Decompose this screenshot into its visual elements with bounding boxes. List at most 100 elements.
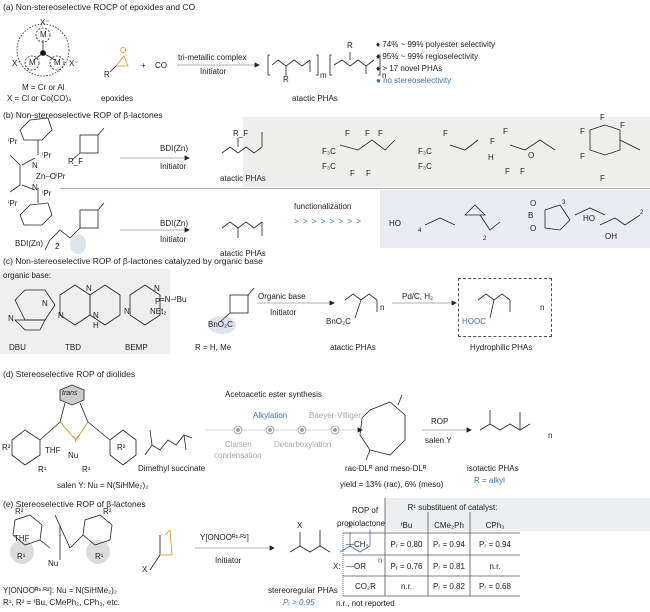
section-a-title: (a) Non-stereoselective ROCP of epoxides… [3, 2, 196, 12]
fluoro-label: F₃C [322, 147, 336, 156]
functionalization-label: functionalization [294, 202, 352, 211]
organic-base-label: organic base: [3, 271, 52, 280]
diolide-label: rac-DLᴿ and meso-DLᴿ [345, 464, 427, 473]
hooc-label: HOOC [462, 317, 486, 326]
fluoro-label: O [528, 151, 535, 160]
step-baeyer-villiger: Baeyer-Villiger [309, 411, 361, 420]
fluoro-label: F₃C [418, 147, 432, 156]
ipr-label: ⁱPr [8, 137, 18, 146]
sub-3: 3 [562, 200, 566, 206]
bullet-text: no stereoselectivity [383, 76, 452, 85]
table-cell: Pᵣ = 0.80 [390, 540, 423, 549]
diol-oh: OH [605, 232, 617, 241]
fluoro-label: F [503, 127, 508, 136]
r2-label: R² [117, 443, 126, 452]
boronate-o: O [530, 199, 537, 208]
initiator-label: Initiator [160, 235, 187, 244]
base-name: DBU [9, 343, 26, 352]
table-cell: Pᵣ = 0.94 [479, 540, 511, 549]
n-subscript: n [548, 431, 553, 440]
sub-4: 4 [418, 228, 422, 234]
tbd-n: N [93, 311, 99, 320]
fluoro-label: F₃C [322, 162, 336, 171]
rf-label: R_F [68, 157, 84, 166]
metal-label: M [54, 58, 61, 67]
fluoro-label: F [345, 129, 350, 138]
fluoro-label: F [580, 127, 585, 136]
organic-base-structures-icon [14, 284, 161, 331]
polyester-chain-icon [267, 52, 381, 76]
reagent-label: BDI(Zn) [160, 219, 188, 228]
dbu-n: N [42, 299, 48, 308]
tbd-n: N [58, 311, 64, 320]
base-name: TBD [65, 343, 81, 352]
table-cell: Pᵣ = 0.82 [433, 582, 465, 591]
section-e-title: (e) Stereoselective ROP of β-lactones [3, 499, 146, 509]
hydrophilic-pha-box [458, 278, 552, 337]
bullet-2: ♦ 95% ~ 99% regioselectivity [376, 52, 479, 61]
fluoro-label: F [366, 169, 371, 178]
lactone-e-icon [149, 529, 173, 571]
x-definition: X = Cl or Co(CO)₄ [7, 94, 72, 103]
fluoro-substituents-icon [339, 124, 641, 156]
thf-label: THF [45, 446, 61, 455]
product-label: atactic PHAs [330, 343, 376, 352]
r2-label: R² [2, 443, 11, 452]
column-group-header: R¹ substituent of catalyst: [407, 503, 498, 512]
epoxide-r: R [104, 70, 110, 79]
fluoro-label: F [620, 121, 625, 130]
section-b-title: (b) Non-stereoselective ROP of β-lactone… [3, 110, 163, 120]
salen-y-label: salen Y: Nu = N(SiHMe₂)₂ [57, 481, 149, 490]
complex-label: Y[ONOOᴿ¹ᐧᴿ²]: Nu = N(SiHMe₂)₂ [3, 586, 117, 595]
initiator-label: Initiator [270, 308, 297, 317]
alkene-highlight [70, 234, 86, 254]
table-cell: Pᵣ = 0.94 [433, 540, 465, 549]
product-label: isotactic PHAs [467, 464, 519, 473]
ipr-label: ⁱPr [8, 199, 18, 208]
functional-groups-icon [424, 204, 641, 231]
r1-label: R¹ [82, 465, 91, 474]
succinate-label: Dimethyl succinate [138, 464, 206, 473]
m-subscript: m [320, 71, 327, 80]
functional-groups-panel [380, 190, 650, 248]
table-cell: Pᵣ = 0.68 [479, 582, 511, 591]
epoxide-icon [115, 55, 129, 67]
nu-label: Nu [68, 451, 79, 460]
polymer-chain-c2 [477, 293, 511, 319]
functionalization-arrows: > > > > > > > > [294, 217, 362, 226]
r2-label: R² [15, 507, 24, 516]
r-alkyl-label: R = alkyl [474, 476, 505, 485]
bullet-text: > 17 novel PHAs [382, 64, 443, 73]
table-cell: n.r. [489, 562, 501, 571]
fluoro-label: F [520, 167, 525, 176]
epoxides-label: epoxides [101, 94, 134, 103]
fluoro-label: F [600, 113, 605, 122]
reagent-label: BDI(Zn) [160, 144, 188, 153]
table-footnote: n.r., not reported [336, 599, 395, 608]
row-header-line2: propiolactone [336, 519, 386, 528]
hydrogenation-label: Pd/C, H₂ [402, 292, 434, 301]
salen-y-complex-icon [11, 384, 137, 466]
r1-highlight-right [86, 540, 110, 564]
dimethyl-succinate-icon [144, 429, 193, 456]
nu-label: Nu [48, 559, 59, 568]
n-subscript: n [378, 556, 383, 565]
divider-b [60, 188, 650, 189]
bemp-n: N [124, 307, 130, 316]
r1-label: R¹ [38, 465, 47, 474]
table-grid [342, 498, 520, 597]
bdi-zn-label: BDI(Zn) [15, 239, 43, 248]
row-x: —OR [346, 562, 366, 571]
product-label: atactic PHAs [220, 174, 266, 183]
isotactic-chain-icon [479, 410, 531, 431]
metal-label: M [40, 30, 47, 39]
rf-label: R_F [233, 129, 249, 138]
lactone-c-icon [219, 287, 255, 323]
ipr-label: ⁱPr [42, 189, 52, 198]
n-atom: N [32, 183, 38, 192]
bullet-4: ● no stereoselectivity [376, 76, 452, 85]
beta-lactone-icon [71, 127, 105, 161]
fluoro-label: F [350, 169, 355, 178]
